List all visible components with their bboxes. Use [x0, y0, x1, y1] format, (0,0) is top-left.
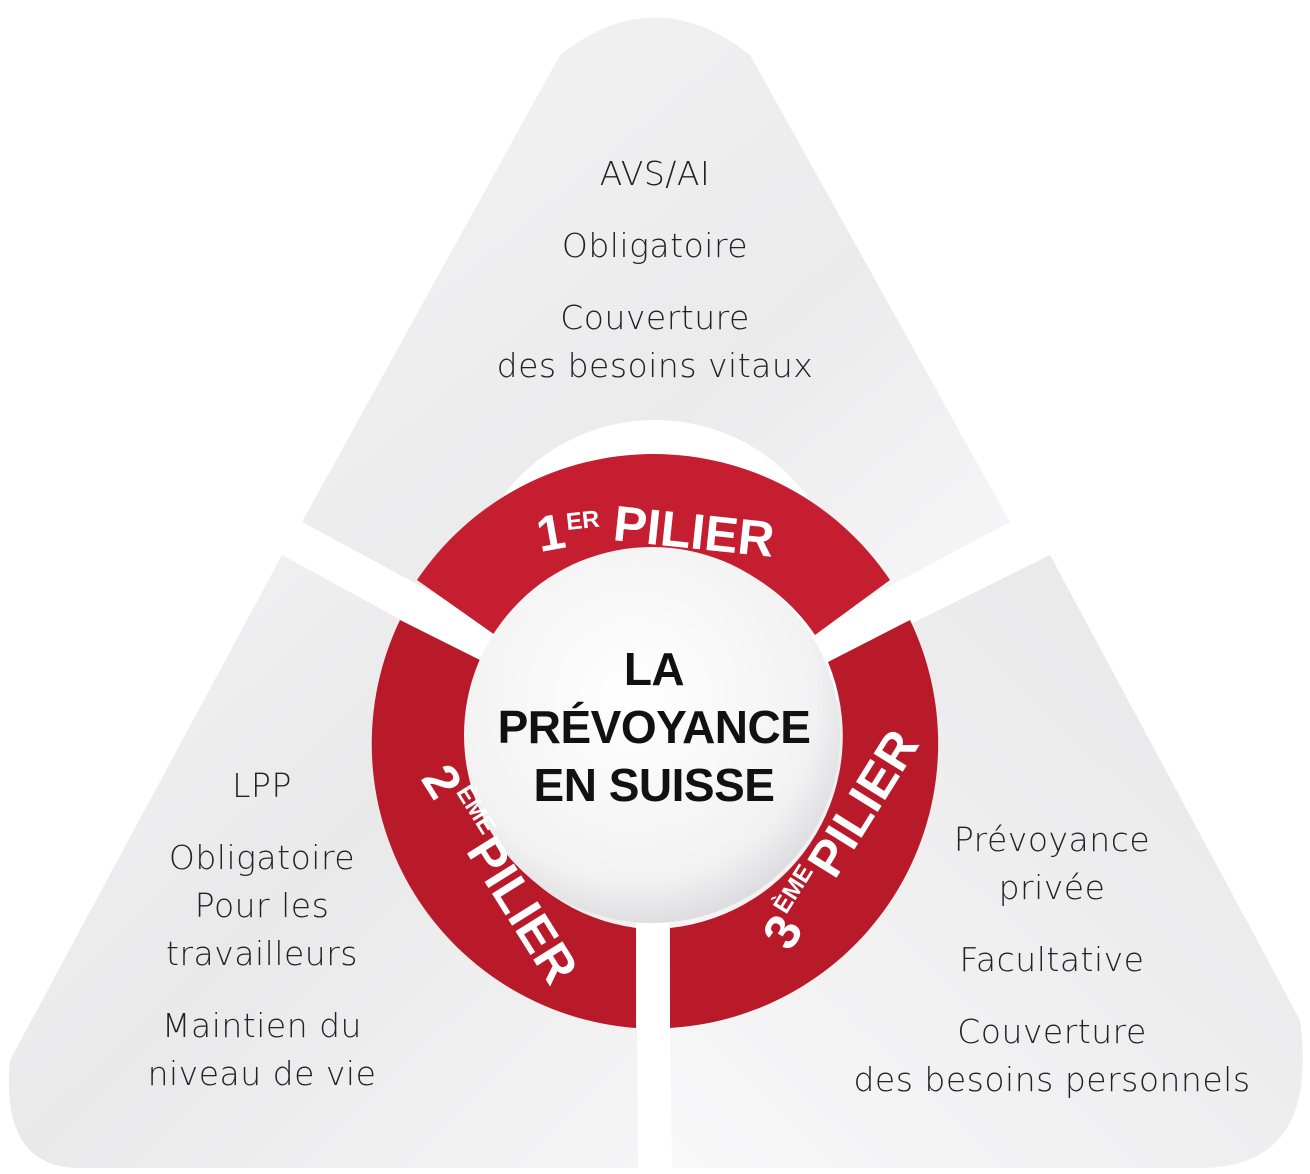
top-panel-line1: AVS/AI: [599, 154, 711, 193]
panel-top: [302, 17, 1010, 610]
left-panel-line2a: Obligatoire: [168, 838, 356, 877]
right-panel-line3b: des besoins personnels: [853, 1060, 1251, 1099]
panel-right: [668, 555, 1303, 1168]
left-panel-line2b: Pour les: [194, 886, 330, 925]
center-title-line3: EN SUISSE: [533, 759, 775, 811]
center-title: LA PRÉVOYANCE EN SUISSE: [454, 640, 854, 814]
panel-left: [8, 555, 638, 1168]
left-panel-line1: LPP: [232, 766, 292, 805]
top-panel-line2: Obligatoire: [561, 226, 749, 265]
center-disc: [464, 547, 840, 923]
left-panel-line3a: Maintien du: [162, 1006, 362, 1045]
top-panel-text: AVS/AI Obligatoire Couverture des besoin…: [455, 150, 855, 390]
top-panel-line3a: Couverture: [560, 298, 750, 337]
center-title-line1: LA: [623, 643, 685, 695]
right-panel-text: Prévoyance privée Facultative Couverture…: [822, 816, 1282, 1104]
ring-segment-third-pillar: [670, 620, 939, 1028]
top-panel-line3b: des besoins vitaux: [496, 346, 814, 385]
ring-segment-second-pillar: [371, 620, 636, 1028]
right-panel-line1b: privée: [998, 868, 1106, 907]
left-panel-text: LPP Obligatoire Pour les travailleurs Ma…: [112, 762, 412, 1098]
first-pillar-sup: ER: [565, 506, 601, 536]
center-title-line2: PRÉVOYANCE: [497, 701, 811, 753]
right-panel-line2: Facultative: [959, 940, 1145, 979]
left-panel-line2c: travailleurs: [166, 934, 358, 973]
left-panel-line3b: niveau de vie: [147, 1054, 377, 1093]
right-panel-line3a: Couverture: [957, 1012, 1147, 1051]
right-panel-line1a: Prévoyance: [953, 820, 1151, 859]
